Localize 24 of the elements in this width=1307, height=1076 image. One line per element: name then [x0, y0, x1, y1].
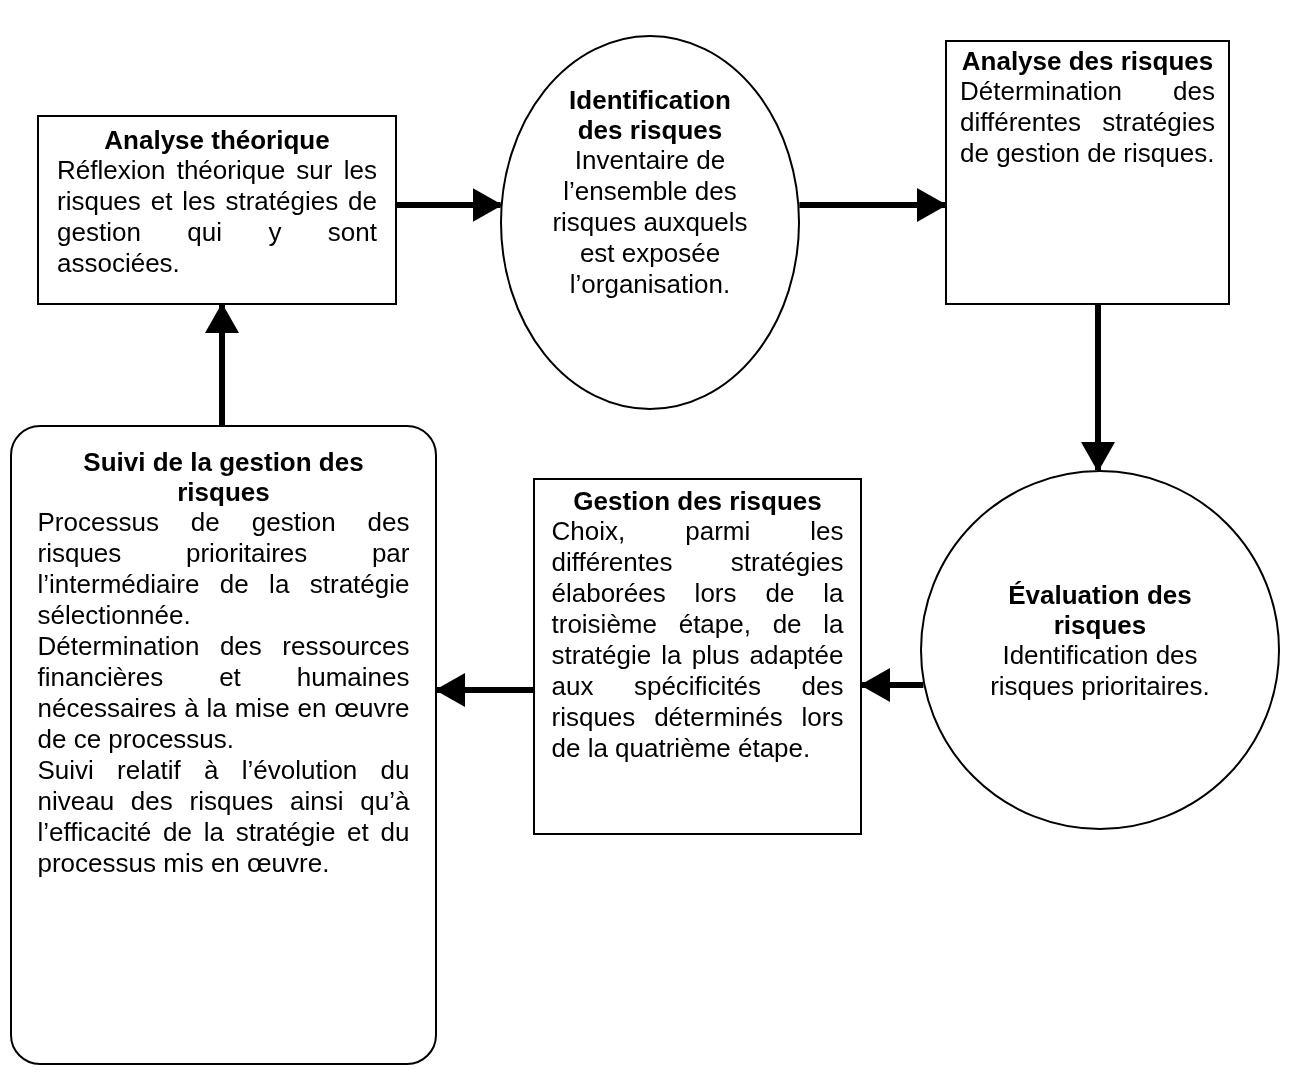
- ellipse-node: [500, 35, 800, 410]
- node-title: Identification des risques: [568, 85, 732, 145]
- node-description: Suivi relatif à l’évolution du niveau des risques ainsi qu’à l’efficacité de la stratégie et du processus mis en œuvre.: [37, 755, 410, 879]
- node-title: Évaluation des risques: [1007, 580, 1193, 640]
- node-title: Suivi de la gestion des risques: [82, 447, 365, 507]
- rounded-box: [10, 425, 437, 1065]
- node-title: Gestion des risques: [572, 486, 823, 516]
- process-box: [533, 478, 862, 835]
- arrow: [435, 673, 533, 707]
- arrow: [205, 303, 239, 425]
- ellipse-node: [920, 470, 1280, 830]
- process-box: [945, 40, 1230, 305]
- node-description: Inventaire de l’ensemble des risques auxquels est exposée l’organisation.: [551, 145, 749, 300]
- arrow: [799, 188, 947, 222]
- node-description: Réflexion théorique sur les risques et les stratégies de gestion qui y sont associées.: [57, 155, 377, 279]
- arrow: [1081, 305, 1115, 472]
- node-title: Analyse des risques: [960, 46, 1215, 76]
- process-box: [37, 115, 397, 305]
- node-title: Analyse théorique: [103, 125, 331, 155]
- node-description: Identification des risques prioritaires.: [989, 640, 1211, 702]
- node-description: Détermination des différentes stratégies de gestion de risques.: [960, 76, 1215, 169]
- node-description: Choix, parmi les différentes stratégies élaborées lors de la troisième étape, de la stratégie la plus adaptée aux spécificités des risques déterminés lors de la quatrième étape.: [551, 516, 844, 764]
- node-description: Détermination des ressources financières et humaines nécessaires à la mise en œuvre de ce processus.: [37, 631, 410, 755]
- node-description: Processus de gestion des risques prioritaires par l’intermédiaire de la stratégie sélectionnée.: [37, 507, 410, 631]
